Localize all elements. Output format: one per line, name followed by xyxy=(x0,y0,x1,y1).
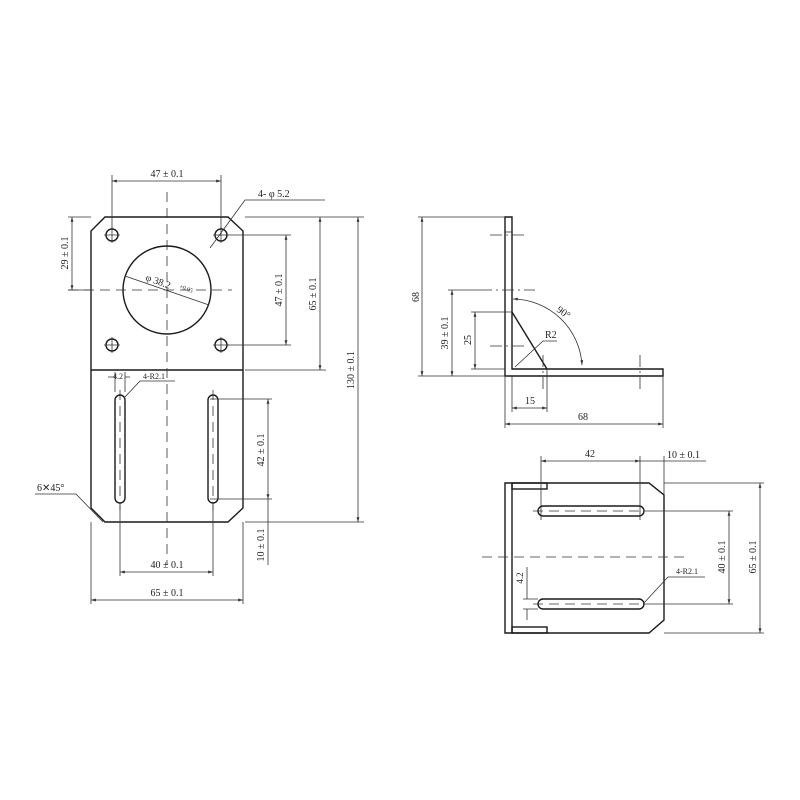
radius-label: R2 xyxy=(545,330,557,341)
notch-bottom xyxy=(511,626,548,634)
dim-gusset-width: 15 xyxy=(525,396,535,407)
bracket-profile xyxy=(504,216,664,377)
slot-callout: 4-R2.1 xyxy=(143,372,165,381)
bore-diameter-line xyxy=(124,275,210,306)
dim-flange-height: 65 ± 0.1 xyxy=(308,278,319,311)
dim-height: 68 xyxy=(411,292,422,302)
notch-top xyxy=(511,482,548,490)
motor-bore xyxy=(122,245,212,335)
dim-hole-spacing-h: 47 ± 0.1 xyxy=(151,169,184,180)
slot-width: 4.2 xyxy=(113,372,123,381)
dim-slot-spacing: 40 ± 0.1 xyxy=(151,560,184,571)
dim-width: 65 ± 0.1 xyxy=(151,588,184,599)
chamfer-callout: 6✕45° xyxy=(37,483,64,494)
slot-callout: 4-R2.1 xyxy=(676,567,698,576)
dim-slot-bottom: 10 ± 0.1 xyxy=(256,529,267,562)
dim-center-height: 29 ± 0.1 xyxy=(60,237,71,270)
plate-outline xyxy=(90,216,244,523)
slot-width: 4.2 xyxy=(515,572,525,583)
dim-slot-end: 10 ± 0.1 xyxy=(667,450,700,461)
angle-label: 90° xyxy=(554,304,572,321)
gusset-edge xyxy=(511,311,548,370)
dim-total-height: 130 ± 0.1 xyxy=(346,351,357,389)
hole-callout: 4- φ 5.2 xyxy=(258,189,290,200)
dim-slot-length: 42 ± 0.1 xyxy=(256,434,267,467)
bottom-view: 42 10 ± 0.1 40 ± 0.1 65 ± 0.1 4.2 4-R2.1 xyxy=(482,449,764,634)
mounting-holes xyxy=(104,227,229,353)
base-outline xyxy=(504,482,665,634)
dim-gusset-height: 25 xyxy=(463,335,474,345)
dim-slot-spacing: 40 ± 0.1 xyxy=(717,541,728,574)
dim-slot-length: 42 xyxy=(585,449,595,460)
side-view: 68 39 ± 0.1 25 15 68 90° R2 xyxy=(411,216,664,428)
bore-tolerance: +0.05 xyxy=(178,284,193,294)
dim-hole-spacing-v: 47 ± 0.1 xyxy=(274,274,285,307)
bore-callout: φ 38.2 xyxy=(144,272,172,291)
front-view: 47 ± 0.1 4- φ 5.2 29 ± 0.1 φ 38.2 +0.05 … xyxy=(35,169,364,604)
dim-center: 39 ± 0.1 xyxy=(440,317,451,350)
dim-width: 65 ± 0.1 xyxy=(748,541,759,574)
dim-length: 68 xyxy=(578,412,588,423)
